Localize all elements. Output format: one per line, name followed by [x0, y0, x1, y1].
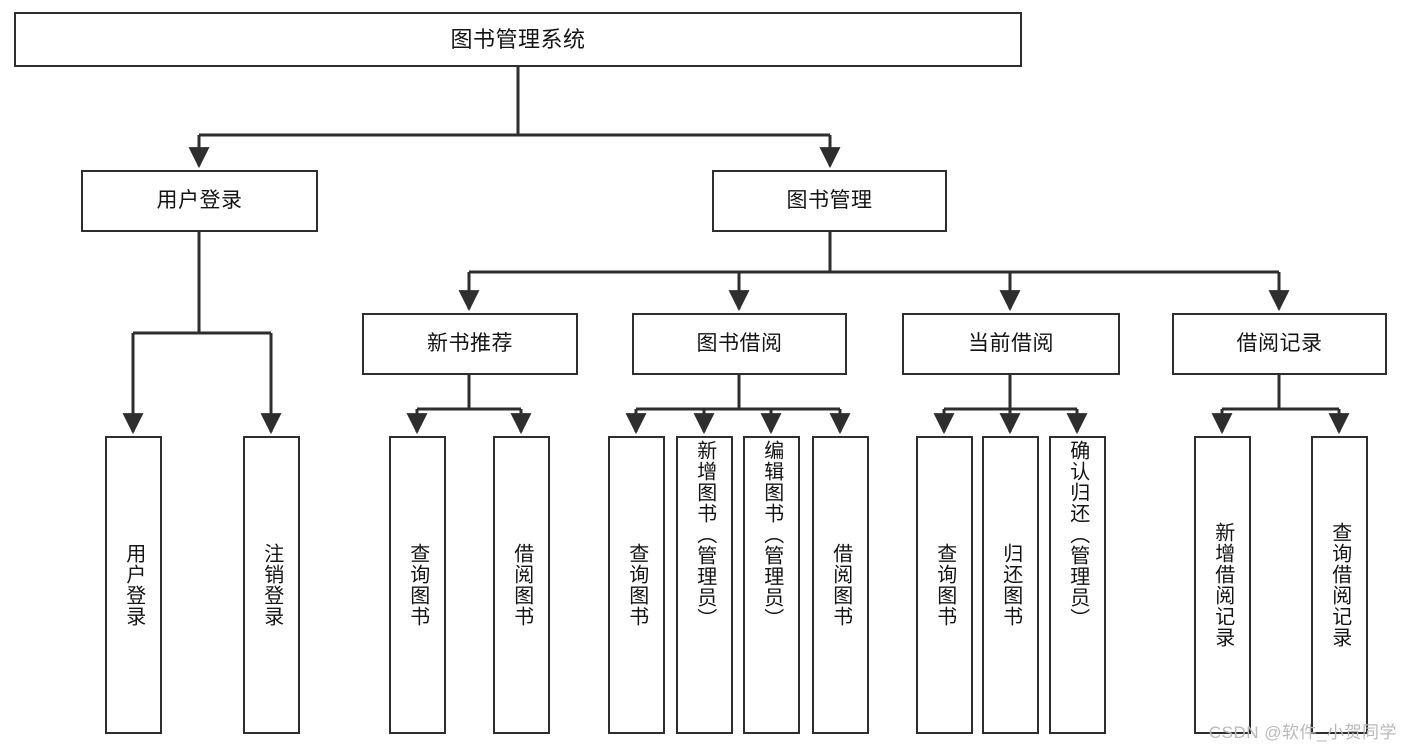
leaf-book-borrow-0[interactable]: 查询图书: [608, 436, 665, 734]
leaf-label: 查询图书: [933, 543, 956, 627]
leaf-book-borrow-1[interactable]: 新增图书（管理员）: [676, 436, 733, 734]
leaf-label: 查询图书: [406, 543, 429, 627]
leaf-book-borrow-2[interactable]: 编辑图书（管理员）: [743, 436, 800, 734]
leaf-label: 新增借阅记录: [1211, 522, 1234, 648]
leaf-label: 确认归还（管理员）: [1066, 440, 1089, 629]
leaf-current-borrow-2[interactable]: 确认归还（管理员）: [1049, 436, 1106, 734]
leaf-label: 查询借阅记录: [1328, 522, 1351, 648]
leaf-current-borrow-1[interactable]: 归还图书: [982, 436, 1039, 734]
leaf-label: 借阅图书: [829, 543, 852, 627]
node-book-management[interactable]: 图书管理: [712, 170, 947, 232]
leaf-new-book-recommend-1[interactable]: 借阅图书: [493, 436, 550, 734]
leaf-label: 新增图书（管理员）: [693, 440, 716, 629]
node-root-label: 图书管理系统: [450, 26, 586, 52]
node-book-borrow-label: 图书借阅: [696, 331, 783, 355]
node-root[interactable]: 图书管理系统: [14, 12, 1022, 67]
leaf-label: 用户登录: [122, 543, 145, 627]
leaf-label: 归还图书: [999, 543, 1022, 627]
leaf-current-borrow-0[interactable]: 查询图书: [916, 436, 973, 734]
leaf-borrow-records-0[interactable]: 新增借阅记录: [1194, 436, 1251, 734]
node-new-book-recommend[interactable]: 新书推荐: [362, 313, 578, 375]
node-new-book-recommend-label: 新书推荐: [427, 331, 513, 355]
leaf-user-login-1[interactable]: 注销登录: [243, 436, 300, 734]
node-book-borrow[interactable]: 图书借阅: [632, 313, 847, 375]
leaf-borrow-records-1[interactable]: 查询借阅记录: [1311, 436, 1368, 734]
node-borrow-records[interactable]: 借阅记录: [1172, 313, 1387, 375]
leaf-label: 查询图书: [625, 543, 648, 627]
node-borrow-records-label: 借阅记录: [1236, 331, 1323, 355]
watermark-text: CSDN @软件_小贺同学: [1208, 723, 1397, 742]
node-current-borrow-label: 当前借阅: [968, 331, 1054, 355]
leaf-label: 注销登录: [260, 543, 283, 627]
node-book-management-label: 图书管理: [786, 188, 873, 212]
node-user-login-label: 用户登录: [156, 188, 243, 212]
leaf-new-book-recommend-0[interactable]: 查询图书: [389, 436, 446, 734]
leaf-label: 借阅图书: [510, 543, 533, 627]
leaf-book-borrow-3[interactable]: 借阅图书: [812, 436, 869, 734]
leaf-user-login-0[interactable]: 用户登录: [105, 436, 162, 734]
node-user-login[interactable]: 用户登录: [81, 170, 318, 232]
leaf-label: 编辑图书（管理员）: [760, 440, 783, 629]
node-current-borrow[interactable]: 当前借阅: [902, 313, 1120, 375]
